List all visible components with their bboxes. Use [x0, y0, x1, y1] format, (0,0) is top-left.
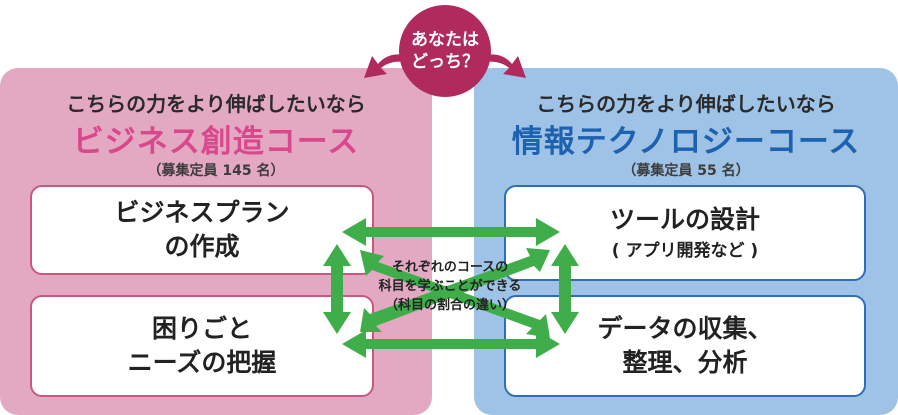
business-course-capacity: （募集定員 145 名）: [147, 163, 285, 179]
bubble-right-arrow: [483, 54, 526, 78]
needs-line2: ニーズの把握: [127, 348, 277, 377]
it-course-subtitle: こちらの力をより伸ばしたいなら: [536, 92, 836, 116]
cross-course-note-line1: それぞれのコースの: [391, 260, 509, 275]
business-plan-box: ビジネスプラン の作成: [30, 185, 374, 275]
which-course-bubble: あなたは どっち？: [399, 5, 491, 97]
tool-design-note: ( アプリ開発など ): [611, 241, 759, 261]
it-course-panel: こちらの力をより伸ばしたいなら 情報テクノロジーコース （募集定員 55 名） …: [474, 68, 898, 415]
cross-course-note: それぞれのコースの 科目を学ぶことができる （科目の割合の違い）: [340, 258, 560, 315]
it-course-capacity: （募集定員 55 名）: [622, 163, 750, 179]
business-plan-line2: の作成: [164, 232, 240, 261]
data-analysis-line2: 整理、分析: [622, 348, 748, 377]
business-course-subtitle: こちらの力をより伸ばしたいなら: [66, 92, 366, 116]
tool-design-line1: ツールの設計: [609, 205, 760, 234]
needs-line1: 困りごと: [151, 314, 252, 343]
business-course-title: ビジネス創造コース: [72, 124, 360, 160]
right-vertical-arrow: [551, 244, 579, 334]
bubble-left-arrow: [364, 54, 407, 78]
bubble-line1: あなたは: [411, 30, 479, 50]
bottom-horizontal-arrow: [342, 330, 560, 358]
diagonal-arrow-2: [360, 248, 550, 332]
bubble-line2: どっち？: [411, 52, 479, 72]
business-plan-line1: ビジネスプラン: [114, 198, 290, 227]
top-horizontal-arrow: [342, 218, 560, 246]
it-course-title: 情報テクノロジーコース: [511, 124, 861, 160]
data-analysis-line1: データの収集、: [597, 314, 773, 343]
left-vertical-arrow: [323, 244, 351, 334]
cross-course-note-line3: （科目の割合の違い）: [384, 298, 515, 313]
cross-course-note-line2: 科目を学ぶことができる: [378, 279, 522, 294]
